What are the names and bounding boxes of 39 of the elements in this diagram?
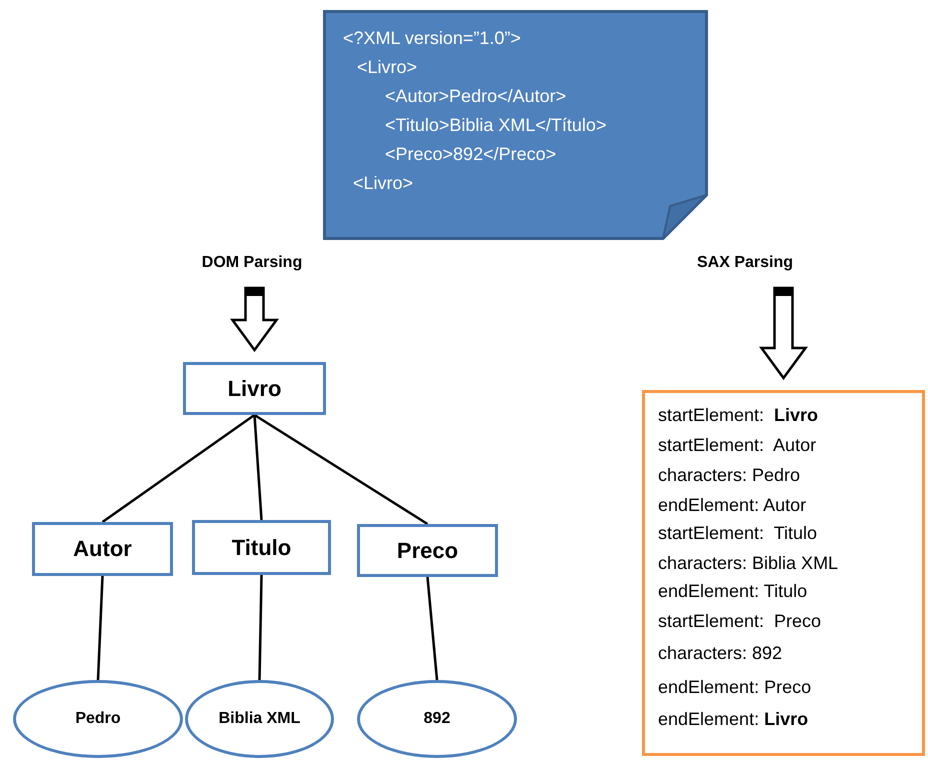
event-list-panel xyxy=(642,390,925,756)
element-box xyxy=(357,524,498,577)
connector-line xyxy=(426,576,438,680)
connector-line xyxy=(253,414,263,520)
code-line: <Titulo>Biblia XML</Título> xyxy=(385,115,606,136)
event-line: characters: Pedro xyxy=(658,465,800,486)
section-heading: SAX Parsing xyxy=(696,254,794,272)
block-arrow xyxy=(759,286,808,380)
event-line: startElement: Preco xyxy=(658,611,822,632)
event-line: endElement: Livro xyxy=(658,709,808,730)
event-line: startElement: Titulo xyxy=(658,523,818,544)
connector-line xyxy=(254,414,428,526)
connector-line xyxy=(96,576,104,680)
code-line: <?XML version=”1.0”> xyxy=(343,28,521,49)
event-line: endElement: Titulo xyxy=(658,581,808,602)
element-box xyxy=(183,362,326,415)
event-line: startElement: Livro xyxy=(658,405,818,426)
event-line: startElement: Autor xyxy=(658,435,816,456)
element-value: Pedro xyxy=(75,710,121,728)
event-line: characters: 892 xyxy=(658,643,782,664)
element-value: 892 xyxy=(424,710,450,728)
code-line: <Livro> xyxy=(353,173,414,194)
element-box xyxy=(192,520,331,575)
element-value: Biblia XML xyxy=(218,710,300,728)
event-line: characters: Biblia XML xyxy=(658,553,838,574)
connector-line xyxy=(258,574,263,680)
element-box xyxy=(32,522,173,576)
event-line: endElement: Preco xyxy=(658,677,812,698)
element-name: Preco xyxy=(396,538,458,564)
code-line: <Livro> xyxy=(357,57,418,78)
element-name: Titulo xyxy=(232,534,292,560)
event-line: endElement: Autor xyxy=(658,495,806,516)
connector-line xyxy=(102,414,256,524)
element-name: Autor xyxy=(73,536,132,562)
block-arrow xyxy=(230,286,279,352)
section-heading: DOM Parsing xyxy=(200,254,304,272)
code-line: <Autor>Pedro</Autor> xyxy=(385,86,566,107)
code-line: <Preco>892</Preco> xyxy=(385,144,556,165)
element-name: Livro xyxy=(228,376,282,402)
